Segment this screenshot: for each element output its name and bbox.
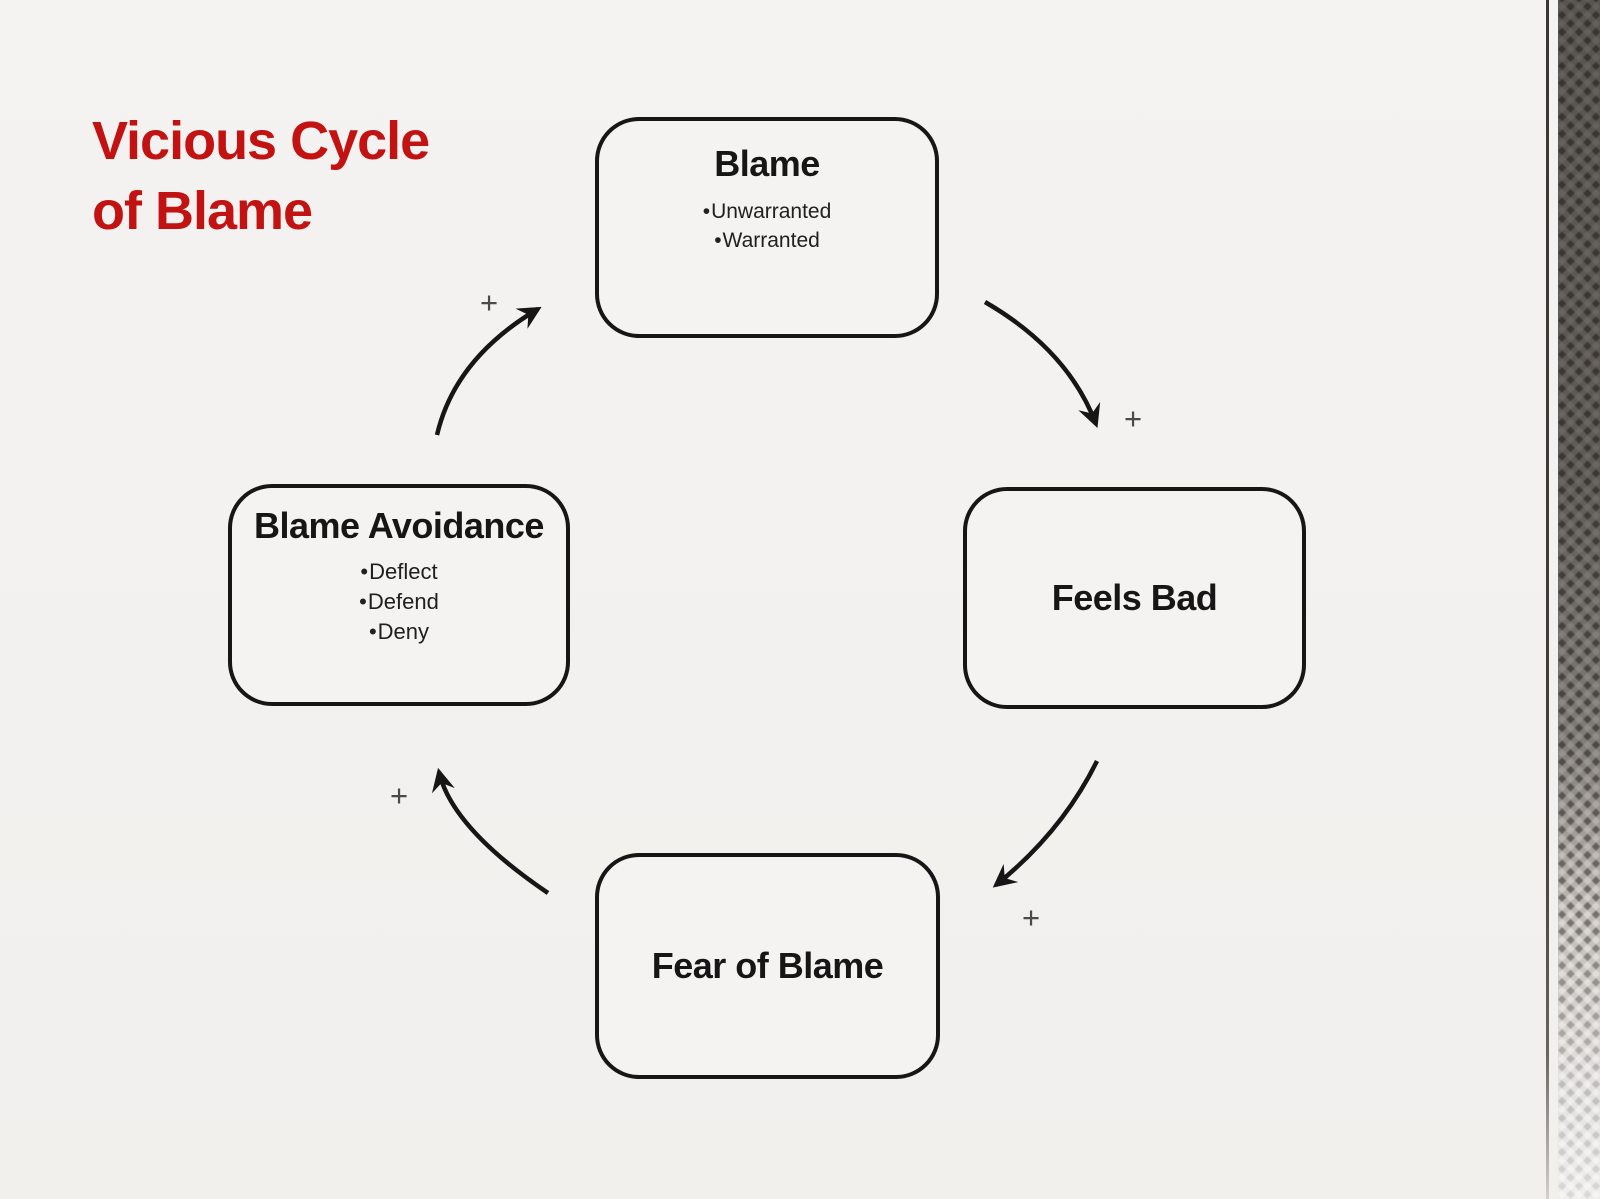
bullet-item: •Deflect (232, 557, 566, 587)
bullet-item: •Warranted (599, 226, 935, 255)
node-blame-avoidance-bullets: •Deflect •Defend •Deny (232, 557, 566, 647)
bullet-dot: • (714, 229, 722, 252)
woven-texture-strip (1558, 0, 1600, 1199)
node-blame-avoidance-title: Blame Avoidance (254, 505, 544, 546)
arrow-feels-bad-to-fear-of-blame (992, 760, 1100, 888)
bullet-text: Deflect (369, 559, 438, 584)
bullet-item: •Defend (232, 587, 566, 617)
bullet-item: •Unwarranted (599, 197, 935, 226)
node-feels-bad-title: Feels Bad (1051, 577, 1218, 618)
bullet-dot: • (359, 589, 367, 614)
bullet-dot: • (368, 619, 377, 644)
bullet-text: Defend (367, 589, 439, 614)
node-fear-of-blame-title: Fear of Blame (651, 945, 884, 986)
bullet-text: Unwarranted (711, 200, 832, 223)
node-blame-bullets: •Unwarranted •Warranted (599, 197, 935, 255)
bullet-text: Warranted (722, 229, 820, 252)
plus-label-blame-avoidance-to-blame: + (479, 285, 499, 320)
slide-title-line2: of Blame (92, 181, 313, 241)
bullet-dot: • (360, 559, 369, 584)
node-feels-bad: Feels Bad (963, 487, 1306, 709)
plus-label-blame-to-feels-bad: + (1123, 401, 1143, 436)
right-strip-divider (1546, 0, 1549, 1199)
bullet-text: Deny (377, 619, 430, 644)
bullet-item: •Deny (232, 617, 566, 647)
bullet-dot: • (702, 200, 711, 223)
node-blame: Blame •Unwarranted •Warranted (595, 117, 939, 338)
node-blame-avoidance: Blame Avoidance •Deflect •Defend •Deny (228, 484, 570, 706)
arrow-blame-to-feels-bad (983, 300, 1101, 428)
arrow-blame-avoidance-to-blame (434, 306, 542, 436)
plus-label-feels-bad-to-fear-of-blame: + (1021, 900, 1041, 935)
node-fear-of-blame: Fear of Blame (595, 853, 940, 1079)
slide-title: Vicious Cycle of Blame (92, 106, 430, 246)
slide-title-line1: Vicious Cycle (92, 111, 430, 171)
arrow-fear-of-blame-to-blame-avoidance (431, 767, 550, 895)
node-blame-title: Blame (714, 143, 820, 184)
plus-label-fear-of-blame-to-blame-avoidance: + (389, 778, 409, 813)
